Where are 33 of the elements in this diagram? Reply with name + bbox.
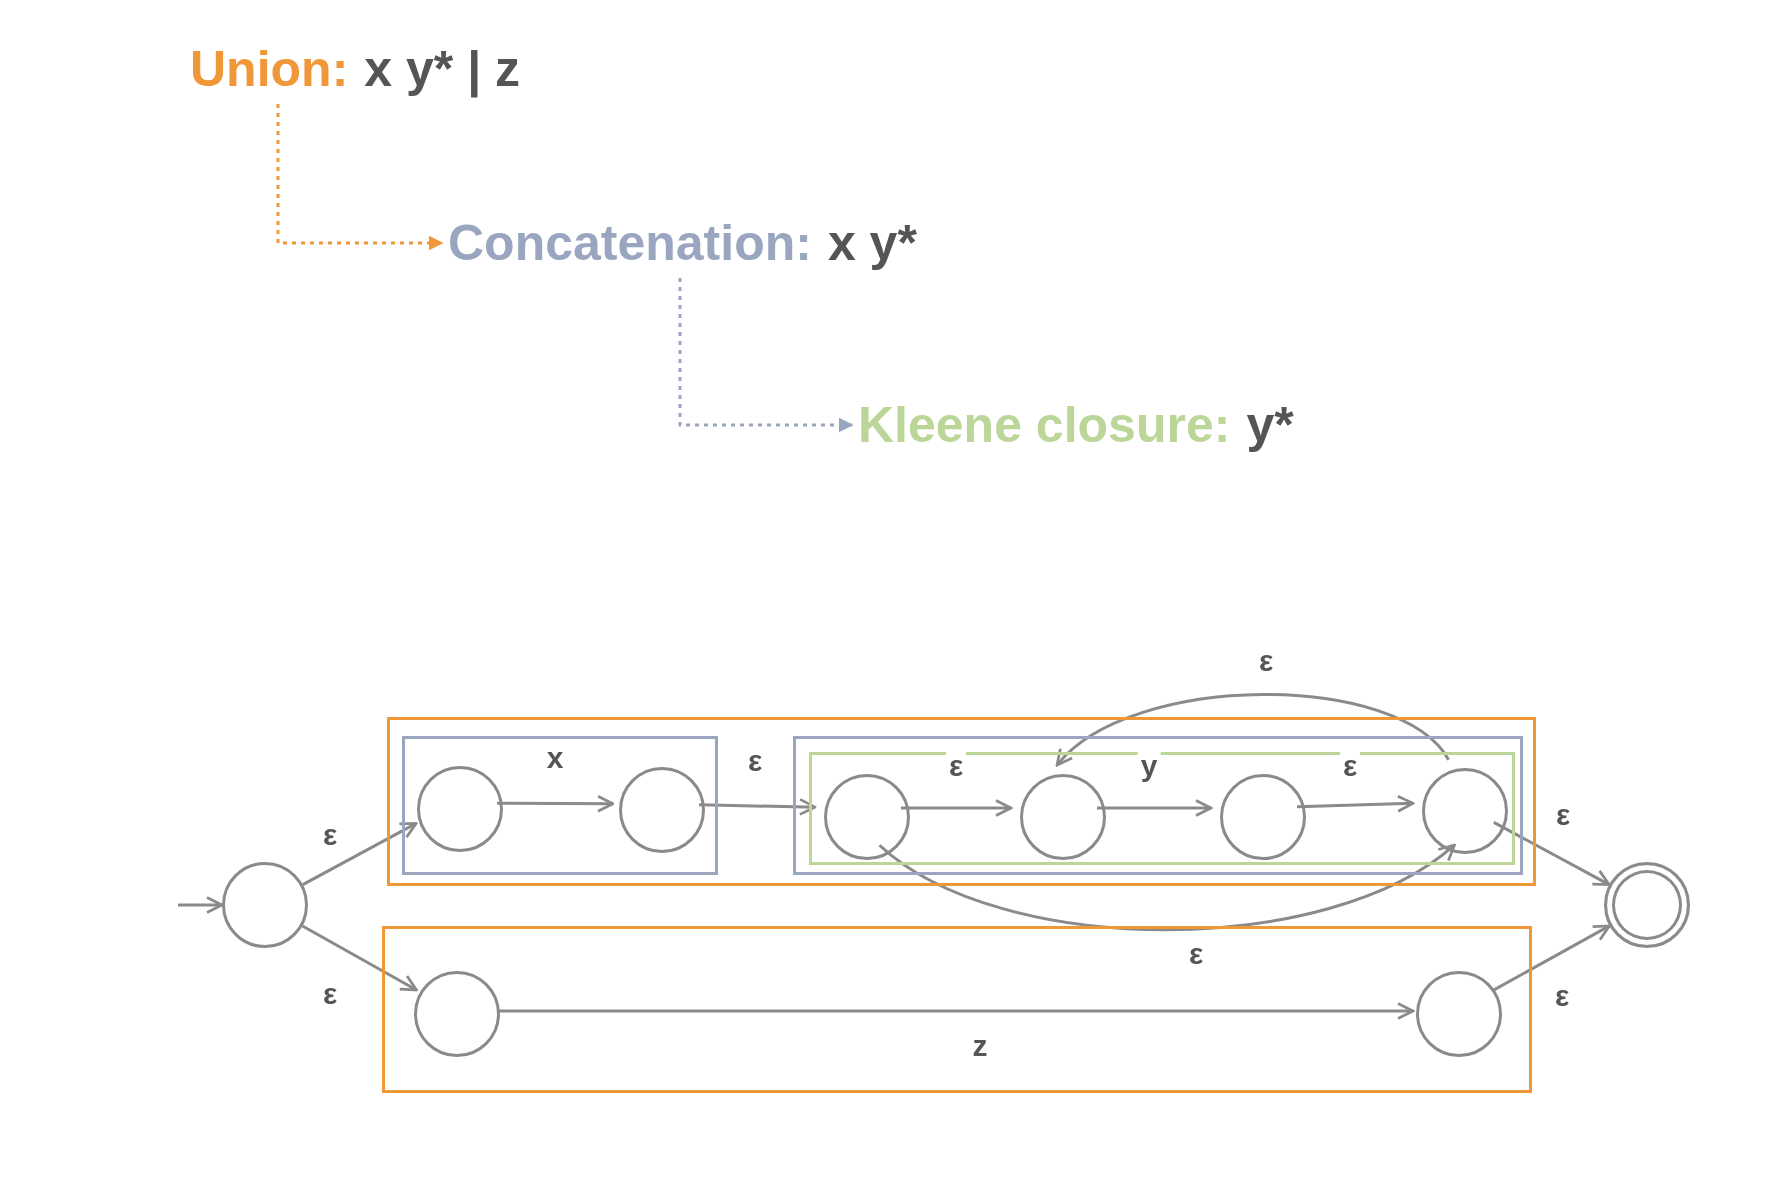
- state-circle: [1220, 774, 1306, 860]
- state-circle: [1416, 971, 1502, 1057]
- expression-text: y*: [1246, 396, 1294, 454]
- group-frame: [387, 717, 1536, 886]
- transition-arrow: [698, 798, 817, 816]
- state-circle: [414, 971, 500, 1057]
- transition-arrow: [878, 843, 1456, 932]
- transition-arrow: [302, 822, 418, 886]
- transition-arrow: [1492, 924, 1611, 992]
- heading-label: Union:: [190, 40, 349, 98]
- transition-arrow: [1493, 821, 1611, 886]
- dotted-arrow: [678, 278, 854, 433]
- expression-text: x y* | z: [364, 40, 521, 98]
- state-circle: [824, 774, 910, 860]
- heading-label: Kleene closure:: [858, 396, 1231, 454]
- state-circle: [417, 766, 503, 852]
- expression-text: x y*: [827, 214, 917, 272]
- transition-arrow: [1055, 693, 1450, 767]
- state-circle: [222, 862, 308, 948]
- transition-arrow: [1296, 794, 1415, 813]
- accept-state-circle: [1604, 862, 1690, 948]
- transition-arrow: [1097, 799, 1213, 817]
- transition-arrow: [497, 1002, 1415, 1020]
- transition-arrow: [178, 896, 224, 914]
- group-frame: [382, 926, 1532, 1093]
- dotted-arrow: [276, 104, 444, 251]
- transition-arrow: [497, 794, 615, 813]
- transition-arrow: [301, 924, 418, 992]
- state-circle: [619, 767, 705, 853]
- heading-label: Concatenation:: [448, 214, 812, 272]
- transition-arrow: [901, 799, 1013, 817]
- state-circle: [1422, 768, 1508, 854]
- state-circle: [1020, 774, 1106, 860]
